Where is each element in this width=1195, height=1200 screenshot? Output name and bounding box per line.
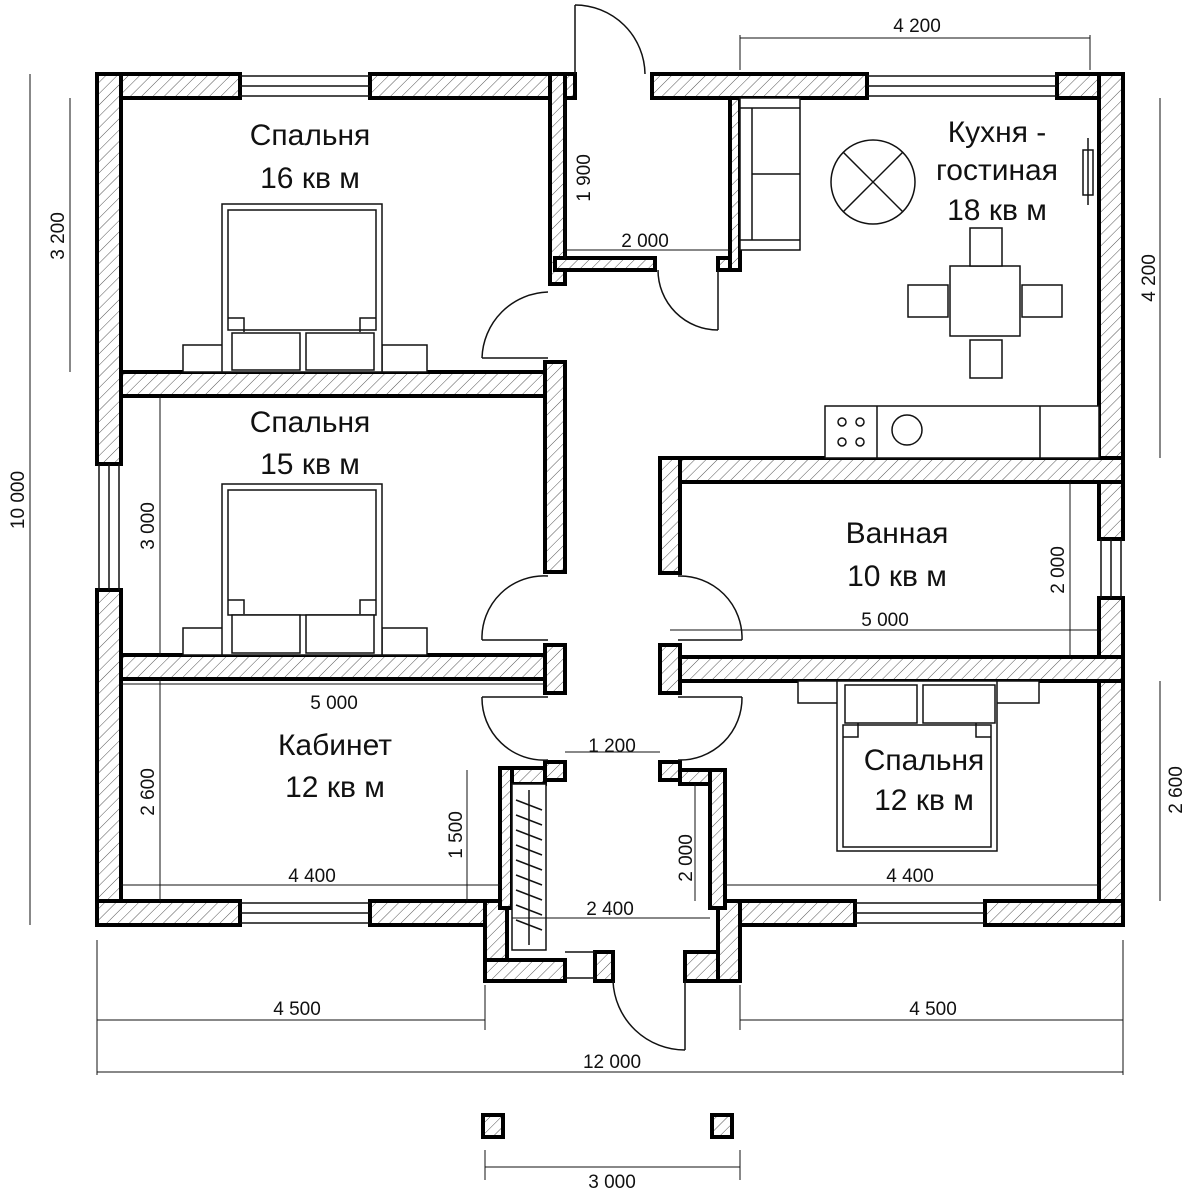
wall-hall-right (728, 96, 742, 272)
sink-icon (891, 414, 923, 446)
dim-left-total-height: 10 000 (8, 471, 29, 529)
wall-corridor-right-c (658, 760, 682, 782)
room-area-kitchen: 18 кв м (947, 194, 1047, 227)
wall-closet-left (498, 766, 514, 910)
bed-icon (797, 680, 1040, 852)
wall-bottom-center-left (368, 899, 502, 927)
bed-icon (182, 483, 428, 656)
wall-hall-bottom-left (553, 256, 657, 272)
dim-office-bottom-width: 4 400 (288, 866, 336, 887)
stove-icon (837, 417, 865, 447)
wall-corridor-left-c (543, 760, 567, 782)
wall-top-center-right (650, 72, 869, 100)
room-name-bathroom: Ванная (846, 517, 949, 550)
wall-right-lower (1097, 596, 1125, 927)
door-swing-icon (677, 575, 743, 641)
wall-bottom-right (983, 899, 1125, 927)
room-area-bedroom2: 15 кв м (260, 448, 360, 481)
door-swing-icon (481, 291, 549, 359)
window-icon (855, 902, 985, 924)
window-icon (240, 902, 370, 924)
wall-hall-left-upper (548, 72, 567, 286)
window-icon (98, 464, 120, 590)
dim-bath-width: 5 000 (861, 610, 909, 631)
dim-left-office-height: 2 600 (138, 768, 159, 816)
ceiling-light-icon (830, 139, 916, 225)
window-icon (565, 951, 595, 979)
furniture (182, 97, 1100, 1139)
wall-vestibule-bottom-left (483, 958, 567, 983)
dim-bath-height: 2 000 (1048, 546, 1069, 594)
wall-top-center-left (368, 72, 577, 100)
sofa-icon (739, 97, 801, 251)
window-icon (1100, 539, 1122, 598)
dim-office-top-width: 5 000 (310, 693, 358, 714)
room-name-bedroom2: Спальня (250, 406, 371, 439)
dim-bottom-right-width: 4 500 (909, 999, 957, 1020)
dim-entry-width: 2 400 (586, 899, 634, 920)
wall-vestibule-post (593, 950, 615, 983)
dining-table-icon (907, 227, 1063, 379)
dim-closet-height: 1 500 (446, 811, 467, 859)
dim-right-bedroom3-height: 2 600 (1166, 766, 1187, 814)
room-name-bedroom1: Спальня (250, 119, 371, 152)
door-swing-icon (657, 269, 719, 331)
dim-right-kitchen-height: 4 200 (1139, 254, 1160, 302)
wall-bottom-left (95, 899, 242, 927)
door-swing-icon (574, 4, 646, 75)
porch-column-icon (481, 1113, 505, 1139)
windows (98, 75, 1122, 979)
wall-bedroom2-office (119, 653, 560, 681)
dim-left-bedroom2-height: 3 000 (138, 502, 159, 550)
room-area-bedroom1: 16 кв м (260, 162, 360, 195)
wall-vestibule-right (716, 899, 742, 983)
dim-total-width: 12 000 (583, 1052, 641, 1073)
room-labels: Спальня 16 кв м Спальня 15 кв м Кабинет … (250, 116, 1058, 817)
wardrobe-icon (511, 783, 547, 951)
wall-corridor-left-a (543, 360, 567, 574)
dimension-labels: 4 200 3 200 10 000 3 000 2 600 1 900 2 0… (8, 16, 1187, 1193)
room-area-office: 12 кв м (285, 771, 385, 804)
dim-porch-width: 3 000 (588, 1172, 636, 1193)
dim-bedroom3-bottom-width: 4 400 (886, 866, 934, 887)
wall-left-upper (95, 72, 123, 466)
wall-bathroom-bedroom3 (658, 655, 1125, 683)
dim-entry-height: 2 000 (676, 834, 697, 882)
kitchen-counter (824, 405, 1100, 459)
bed-icon (182, 203, 428, 373)
room-area-bedroom3: 12 кв м (874, 784, 974, 817)
dimension-lines (29, 35, 1161, 1180)
wall-entry-right (708, 768, 727, 910)
wall-corridor-left-b (543, 643, 567, 695)
wall-left-lower (95, 588, 123, 927)
dim-left-bedroom1-height: 3 200 (48, 212, 69, 260)
room-name-bedroom3: Спальня (864, 744, 985, 777)
room-name-kitchen-line2: гостиная (936, 154, 1058, 187)
window-icon (240, 75, 370, 97)
radiator-icon (1082, 138, 1094, 205)
door-swing-icon (481, 696, 549, 761)
dim-hall-width: 2 000 (621, 231, 669, 252)
dim-top-kitchen-width: 4 200 (893, 16, 941, 37)
room-name-kitchen-line1: Кухня - (948, 116, 1047, 149)
dim-corridor-width: 1 200 (588, 736, 636, 757)
porch-column-icon (710, 1113, 734, 1139)
dim-hall-height: 1 900 (574, 154, 595, 202)
door-swing-icon (677, 696, 743, 761)
doors (481, 4, 743, 1051)
wall-bedroom1-bedroom2 (119, 370, 560, 398)
dim-bottom-left-width: 4 500 (273, 999, 321, 1020)
room-area-bathroom: 10 кв м (847, 560, 947, 593)
room-name-office: Кабинет (278, 729, 392, 762)
wall-corridor-right-b (658, 643, 682, 695)
door-swing-icon (481, 575, 549, 641)
wall-kitchen-bathroom (658, 456, 1125, 484)
wall-corridor-right-a (658, 456, 682, 575)
door-swing-icon (612, 980, 686, 1051)
window-icon (867, 75, 1057, 97)
